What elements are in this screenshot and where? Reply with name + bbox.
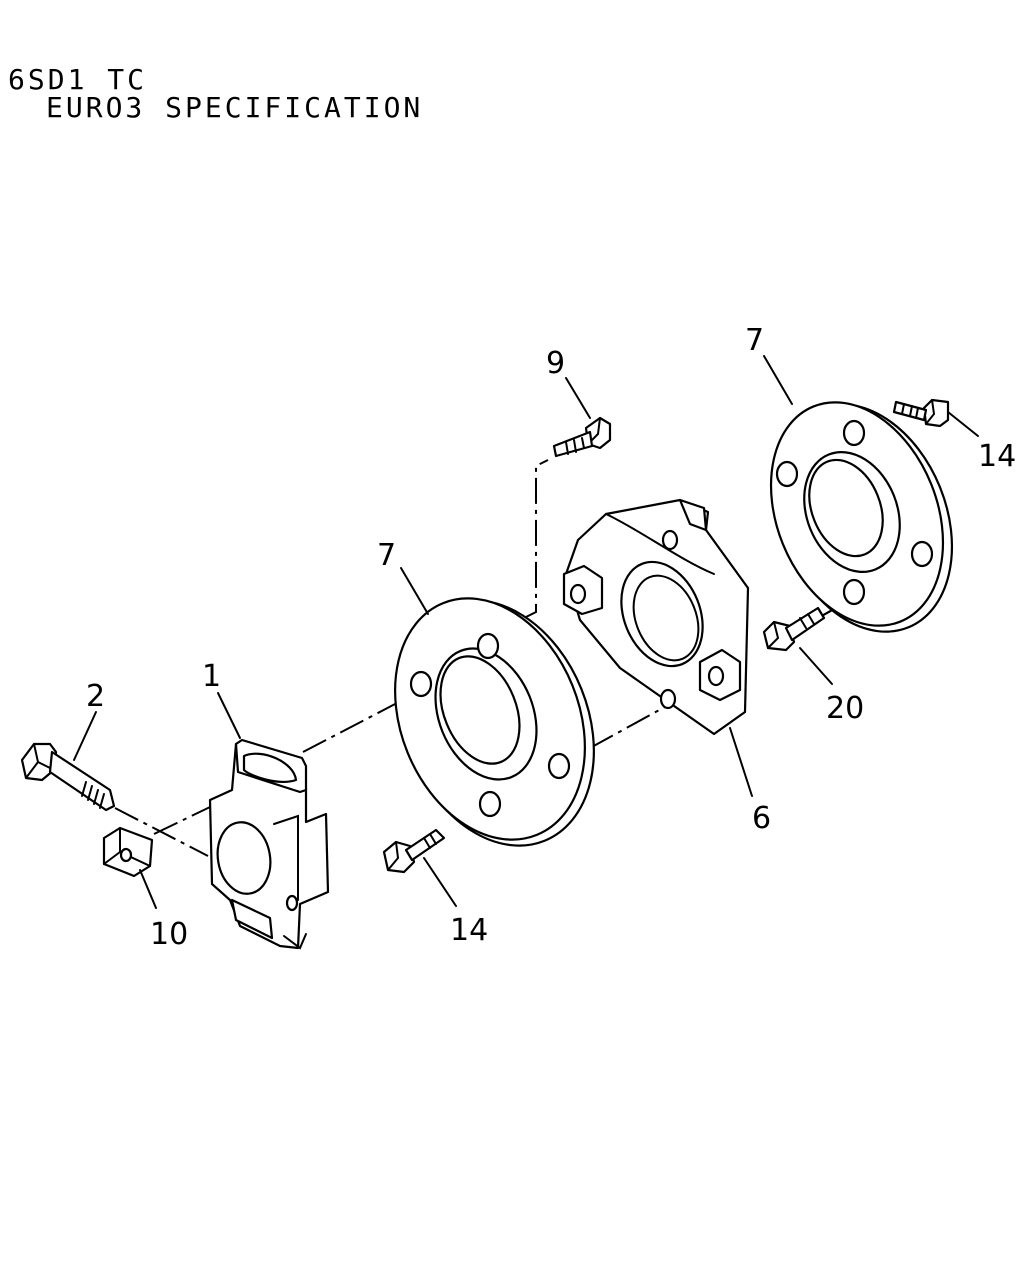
callout-6: 6 xyxy=(752,801,771,836)
callout-2: 2 xyxy=(86,679,105,714)
title-line-2: EURO3 SPECIFICATION xyxy=(46,91,424,124)
callout-10: 10 xyxy=(150,917,188,952)
title-line-1: 6SD1 TC xyxy=(8,63,148,96)
callout-1: 1 xyxy=(202,659,221,694)
flange-7-right xyxy=(769,401,954,633)
flange-7-left xyxy=(394,597,595,847)
callout-7-left: 7 xyxy=(377,538,396,573)
bolt-14-bottom xyxy=(382,828,446,874)
callout-labels: 1 2 7 7 9 10 14 14 20 6 xyxy=(86,323,1016,952)
adapter-plate-6 xyxy=(562,498,750,736)
callout-9: 9 xyxy=(546,346,565,381)
callout-leaders xyxy=(73,355,979,909)
bolt-14-right xyxy=(892,398,950,428)
bracket-1 xyxy=(208,738,330,950)
callout-7-right: 7 xyxy=(745,323,764,358)
callout-14-right: 14 xyxy=(978,439,1016,474)
nut-10 xyxy=(102,826,154,878)
bolt-2 xyxy=(20,742,116,812)
bolt-20 xyxy=(762,606,826,652)
callout-20: 20 xyxy=(826,691,864,726)
bolt-9 xyxy=(552,416,612,458)
callout-14-bottom: 14 xyxy=(450,913,488,948)
